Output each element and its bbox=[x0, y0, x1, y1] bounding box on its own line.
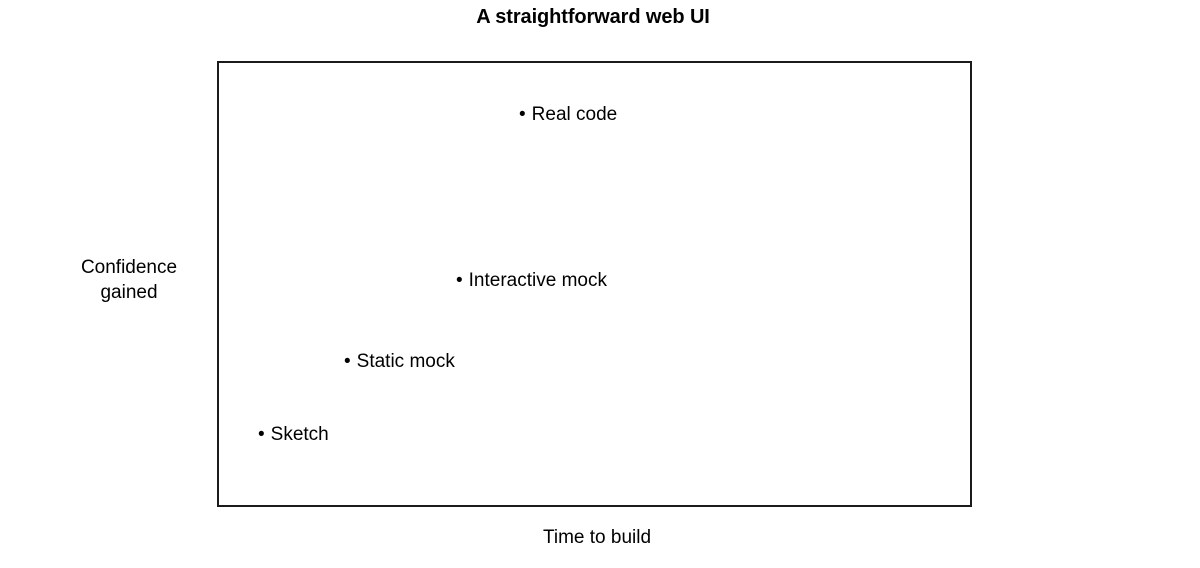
y-axis-label: Confidence gained bbox=[46, 255, 212, 305]
data-point-sketch: •Sketch bbox=[258, 425, 329, 444]
data-point-static-mock: •Static mock bbox=[344, 352, 455, 371]
plot-area bbox=[217, 61, 972, 507]
bullet-icon: • bbox=[456, 270, 463, 291]
x-axis-label: Time to build bbox=[542, 527, 652, 548]
page-title: A straightforward web UI bbox=[476, 6, 710, 28]
y-axis-label-line-2: gained bbox=[100, 282, 158, 303]
data-point-label: Real code bbox=[531, 104, 618, 125]
bullet-icon: • bbox=[258, 424, 265, 445]
y-axis-label-line-1: Confidence bbox=[80, 257, 178, 278]
bullet-icon: • bbox=[344, 351, 351, 372]
data-point-real-code: •Real code bbox=[519, 105, 617, 124]
data-point-label: Interactive mock bbox=[468, 270, 607, 291]
bullet-icon: • bbox=[519, 104, 526, 125]
data-point-label: Static mock bbox=[356, 351, 455, 372]
data-point-label: Sketch bbox=[270, 424, 329, 445]
data-point-interactive-mock: •Interactive mock bbox=[456, 271, 607, 290]
